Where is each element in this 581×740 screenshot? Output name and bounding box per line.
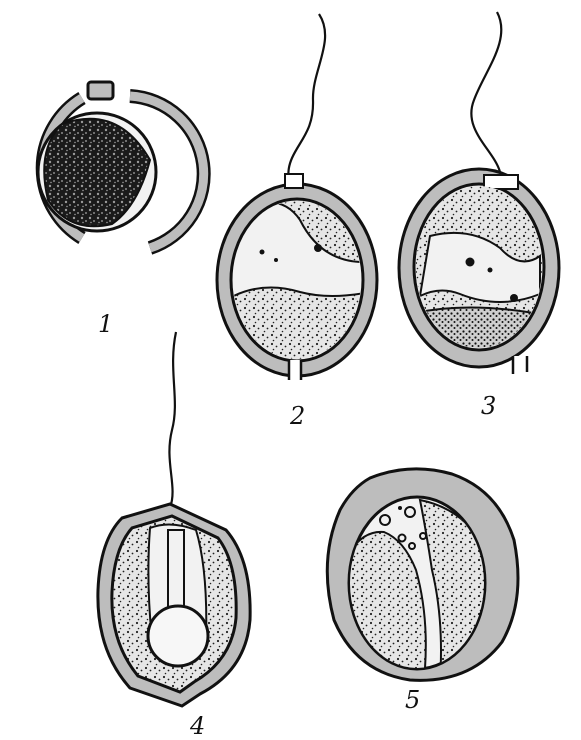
figure-label-3: 3 — [481, 394, 496, 418]
cyst-3 — [399, 12, 559, 376]
cyst-4-flagellum — [169, 332, 176, 508]
cyst-4-vesicle — [148, 606, 208, 666]
cyst-2 — [217, 14, 377, 382]
cyst-4 — [98, 332, 250, 706]
cyst-1 — [38, 82, 204, 248]
figure-label-4: 4 — [190, 714, 205, 738]
figure-label-1: 1 — [98, 312, 113, 336]
cyst-3-flagellum — [471, 12, 505, 192]
figure-label-5: 5 — [405, 688, 420, 712]
cyst-2-flagellum — [287, 14, 325, 186]
cyst-1-plug — [88, 82, 113, 99]
cyst-4-canal — [168, 530, 184, 610]
cyst-2-granule — [314, 244, 322, 252]
figure-label-2: 2 — [290, 404, 305, 428]
cyst-3-granule — [466, 258, 475, 267]
cyst-5 — [327, 469, 518, 680]
